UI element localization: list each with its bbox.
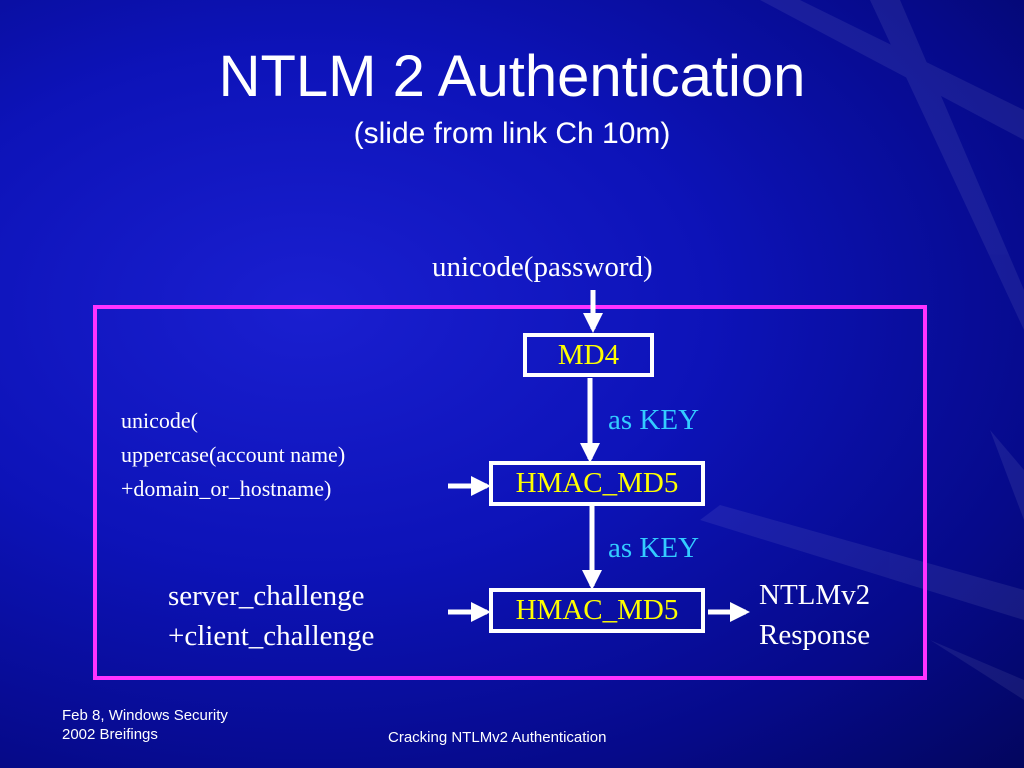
as-key-label-2: as KEY bbox=[608, 532, 700, 564]
account-input-line-3: +domain_or_hostname) bbox=[121, 476, 332, 501]
footer-left-line-1: Feb 8, Windows Security bbox=[62, 707, 228, 724]
response-output-text: NTLMv2 Response bbox=[759, 575, 870, 655]
hmac-md5-box-2: HMAC_MD5 bbox=[489, 588, 705, 633]
diagram-frame bbox=[93, 305, 927, 680]
account-input-line-2: uppercase(account name) bbox=[121, 442, 346, 467]
footer-left: Feb 8, Windows Security 2002 Breifings bbox=[62, 706, 228, 744]
challenge-input-text: server_challenge +client_challenge bbox=[168, 576, 374, 656]
md4-label: MD4 bbox=[557, 339, 620, 371]
slide-subtitle: (slide from link Ch 10m) bbox=[353, 117, 671, 150]
as-key-label-1: as KEY bbox=[608, 404, 700, 436]
challenge-input-line-1: server_challenge bbox=[168, 580, 365, 612]
response-output-line-2: Response bbox=[759, 619, 871, 651]
slide-title: NTLM 2 Authentication bbox=[218, 44, 806, 109]
hmac-md5-box-1: HMAC_MD5 bbox=[489, 461, 705, 506]
account-input-line-1: unicode( bbox=[121, 408, 198, 433]
hmac2-label: HMAC_MD5 bbox=[515, 594, 679, 626]
account-input-text: unicode( uppercase(account name) +domain… bbox=[121, 404, 345, 506]
password-input-label: unicode(password) bbox=[432, 251, 653, 283]
response-output-line-1: NTLMv2 bbox=[759, 579, 871, 611]
footer-center: Cracking NTLMv2 Authentication bbox=[388, 729, 607, 746]
hmac1-label: HMAC_MD5 bbox=[515, 467, 679, 499]
challenge-input-line-2: +client_challenge bbox=[168, 620, 375, 652]
md4-box: MD4 bbox=[523, 333, 654, 377]
footer-left-line-2: 2002 Breifings bbox=[62, 726, 158, 743]
